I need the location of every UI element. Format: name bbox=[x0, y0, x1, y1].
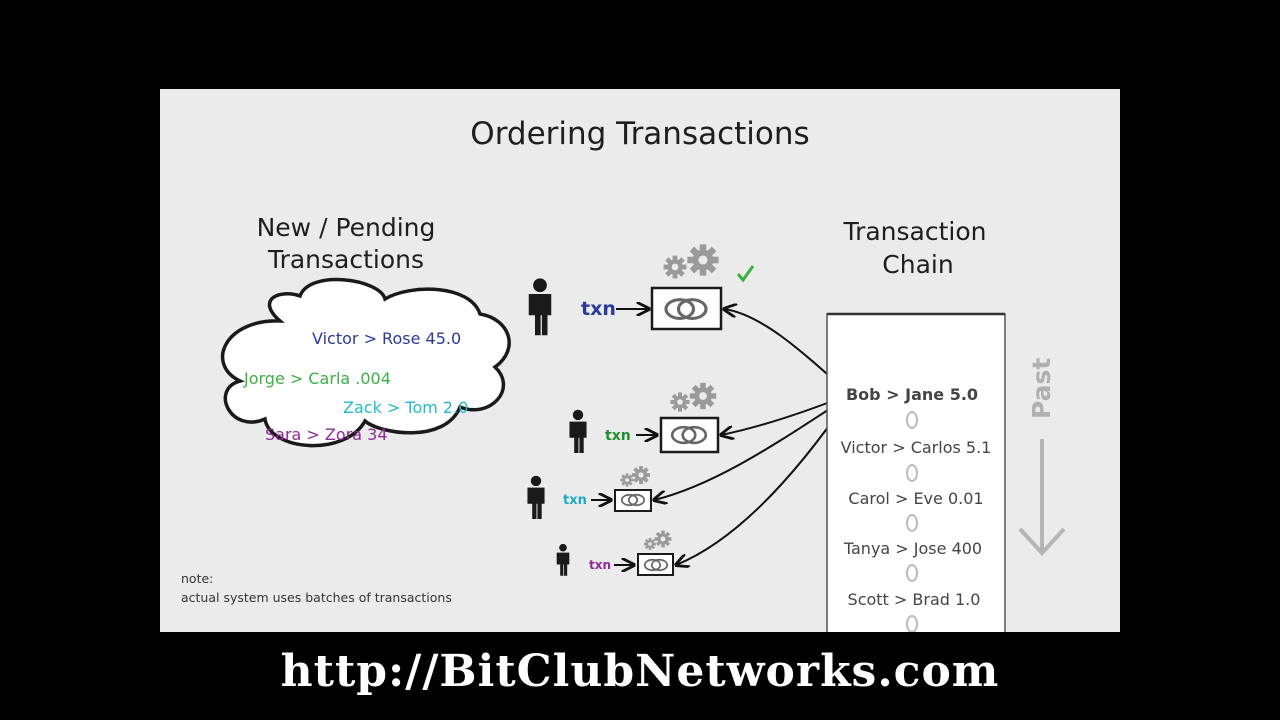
miner-row-1: txn bbox=[528, 244, 755, 336]
txn-label-3: txn bbox=[563, 493, 587, 508]
block-box bbox=[614, 489, 652, 512]
cloud-shape bbox=[220, 277, 511, 448]
pending-item-2: Jorge > Carla .004 bbox=[243, 369, 391, 388]
chain-heading-line1: Transaction bbox=[842, 217, 986, 246]
checkmark-icon bbox=[736, 265, 755, 283]
block-box bbox=[650, 286, 723, 331]
miner-row-2: txn bbox=[569, 382, 720, 454]
gear-icon bbox=[689, 382, 717, 410]
chain-item-2: Victor > Carlos 5.1 bbox=[841, 438, 992, 457]
person-icon bbox=[528, 278, 552, 336]
chain-heading-line2: Chain bbox=[882, 250, 953, 279]
txn-label-2: txn bbox=[605, 428, 631, 444]
pending-heading-line1: New / Pending bbox=[257, 213, 436, 242]
gear-icon bbox=[654, 530, 672, 548]
chain-item-1: Bob > Jane 5.0 bbox=[846, 385, 978, 404]
down-arrow-icon bbox=[1018, 439, 1066, 556]
note-label: note: bbox=[181, 571, 213, 586]
gear-icon bbox=[687, 244, 719, 276]
chain-item-4: Tanya > Jose 400 bbox=[843, 539, 982, 558]
pending-item-3: Zack > Tom 2.0 bbox=[343, 398, 468, 417]
person-icon bbox=[527, 475, 545, 519]
txn-label-1: txn bbox=[581, 298, 616, 320]
gear-icon bbox=[670, 392, 690, 412]
gear-icon bbox=[644, 538, 656, 550]
pending-heading-line2: Transactions bbox=[267, 245, 424, 274]
chain-item-5: Scott > Brad 1.0 bbox=[848, 590, 981, 609]
miner-row-4: txn bbox=[556, 530, 674, 576]
footer-url: http://BitClubNetworks.com bbox=[280, 646, 1000, 697]
gear-icon bbox=[620, 473, 634, 487]
pending-item-1: Victor > Rose 45.0 bbox=[312, 329, 461, 348]
gear-icon bbox=[632, 466, 650, 484]
gear-icon bbox=[663, 255, 687, 279]
slide: Ordering Transactions New / Pending Tran… bbox=[160, 89, 1120, 632]
person-icon bbox=[569, 409, 587, 453]
past-label: Past bbox=[1027, 358, 1056, 419]
person-icon bbox=[556, 543, 570, 576]
ordering-diagram: Ordering Transactions New / Pending Tran… bbox=[181, 116, 1066, 632]
note-text: actual system uses batches of transactio… bbox=[181, 590, 452, 605]
block-box bbox=[659, 416, 720, 454]
miner-row-3: txn bbox=[527, 466, 652, 519]
chain-item-3: Carol > Eve 0.01 bbox=[848, 489, 983, 508]
page-title: Ordering Transactions bbox=[470, 116, 809, 152]
pending-item-4: Sara > Zora 34 bbox=[265, 425, 388, 444]
txn-label-4: txn bbox=[589, 558, 611, 572]
